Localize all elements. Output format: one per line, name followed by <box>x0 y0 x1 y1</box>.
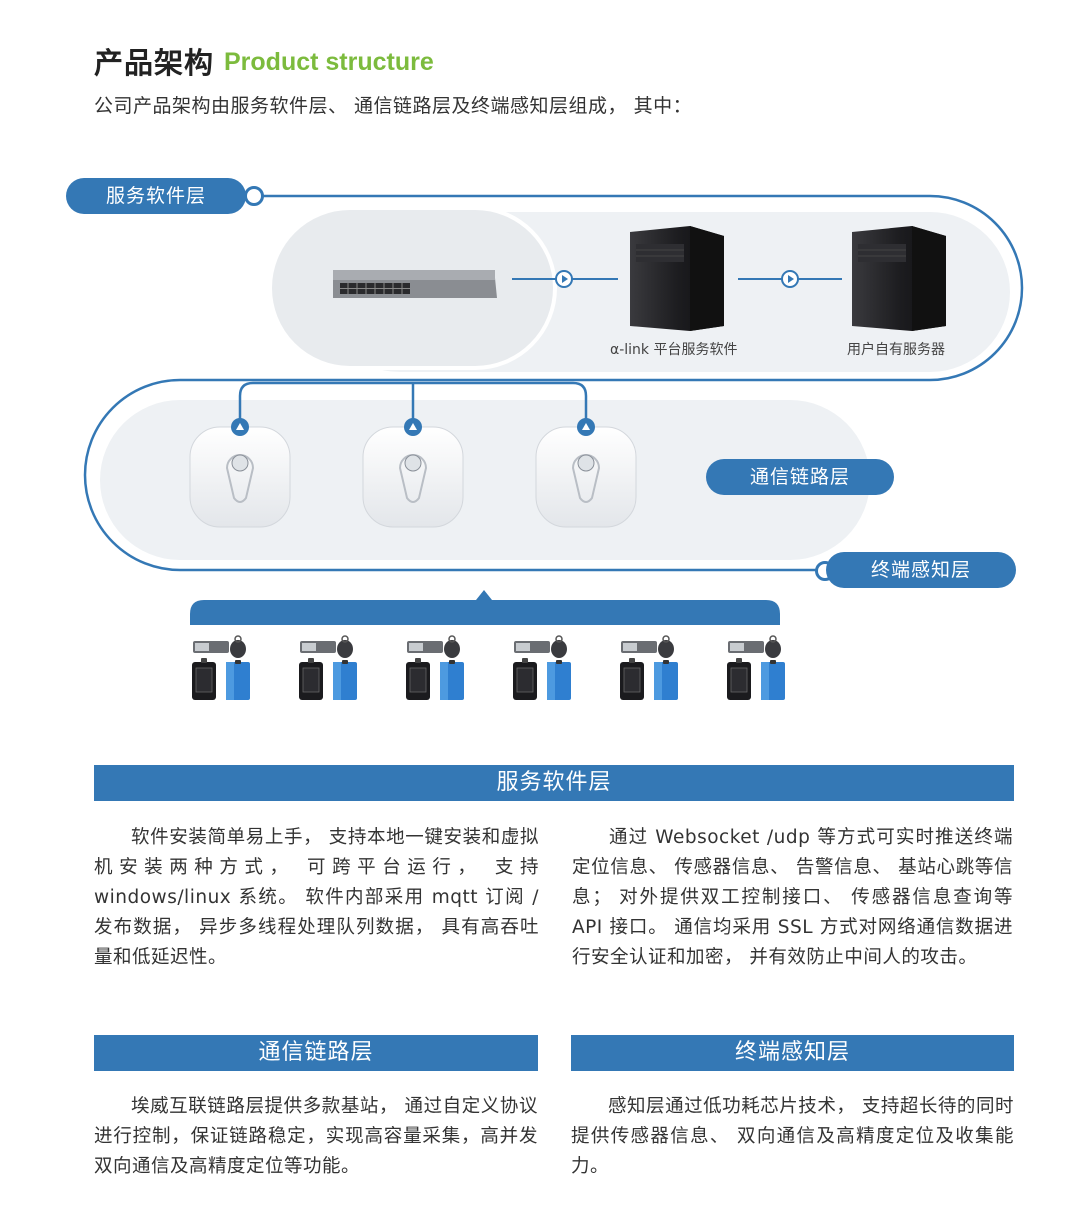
terminal-devices <box>192 635 785 700</box>
page-title: 产品架构 <box>94 46 215 80</box>
user-server-label: 用户自有服务器 <box>847 342 945 358</box>
terminal-group <box>513 635 571 700</box>
layer-label-terminal: 终端感知层 <box>826 552 1016 588</box>
page-title-en: Product structure <box>224 48 434 76</box>
key-fob-icon <box>230 640 246 658</box>
service-text-right: 通过 Websocket /udp 等方式可实时推送终端定位信息、 传感器信息、… <box>572 827 1013 968</box>
terminal-group <box>192 635 250 700</box>
base-station-icon <box>535 418 637 528</box>
terminal-group <box>727 635 785 700</box>
key-fob-icon <box>658 640 674 658</box>
layer-label-service: 服务软件层 <box>66 178 246 214</box>
section-heading-terminal: 终端感知层 <box>571 1035 1014 1071</box>
intro-text: 公司产品架构由服务软件层、 通信链路层及终端感知层组成， 其中： <box>94 95 693 117</box>
layer-connector-line <box>83 194 1024 572</box>
key-fob-icon <box>551 640 567 658</box>
terminal-bracket <box>190 600 780 625</box>
terminal-text: 感知层通过低功耗芯片技术， 支持超长待的同时提供传感器信息、 双向通信及高精度定… <box>571 1096 1014 1177</box>
user-server-icon <box>852 226 946 331</box>
key-fob-icon <box>337 640 353 658</box>
service-text-left: 软件安装简单易上手， 支持本地一键安装和虚拟机安装两种方式， 可跨平台运行， 支… <box>94 827 539 968</box>
platform-server-label: α-link 平台服务软件 <box>610 342 738 358</box>
comm-text: 埃威互联链路层提供多款基站， 通过自定义协议进行控制，保证链路稳定，实现高容量采… <box>94 1096 538 1177</box>
architecture-diagram <box>83 194 1024 700</box>
base-station-icon <box>189 418 291 528</box>
comm-panel <box>100 400 870 560</box>
layer-label-comm: 通信链路层 <box>706 459 894 495</box>
network-switch-icon <box>333 270 497 298</box>
section-heading-service: 服务软件层 <box>94 765 1014 801</box>
key-fob-icon <box>444 640 460 658</box>
terminal-group <box>620 635 678 700</box>
platform-server-icon <box>630 226 724 331</box>
layer-node-icon <box>244 186 264 206</box>
terminal-group <box>406 635 464 700</box>
base-station-icon <box>362 418 464 528</box>
section-heading-comm: 通信链路层 <box>94 1035 538 1071</box>
key-fob-icon <box>765 640 781 658</box>
terminal-group <box>299 635 357 700</box>
